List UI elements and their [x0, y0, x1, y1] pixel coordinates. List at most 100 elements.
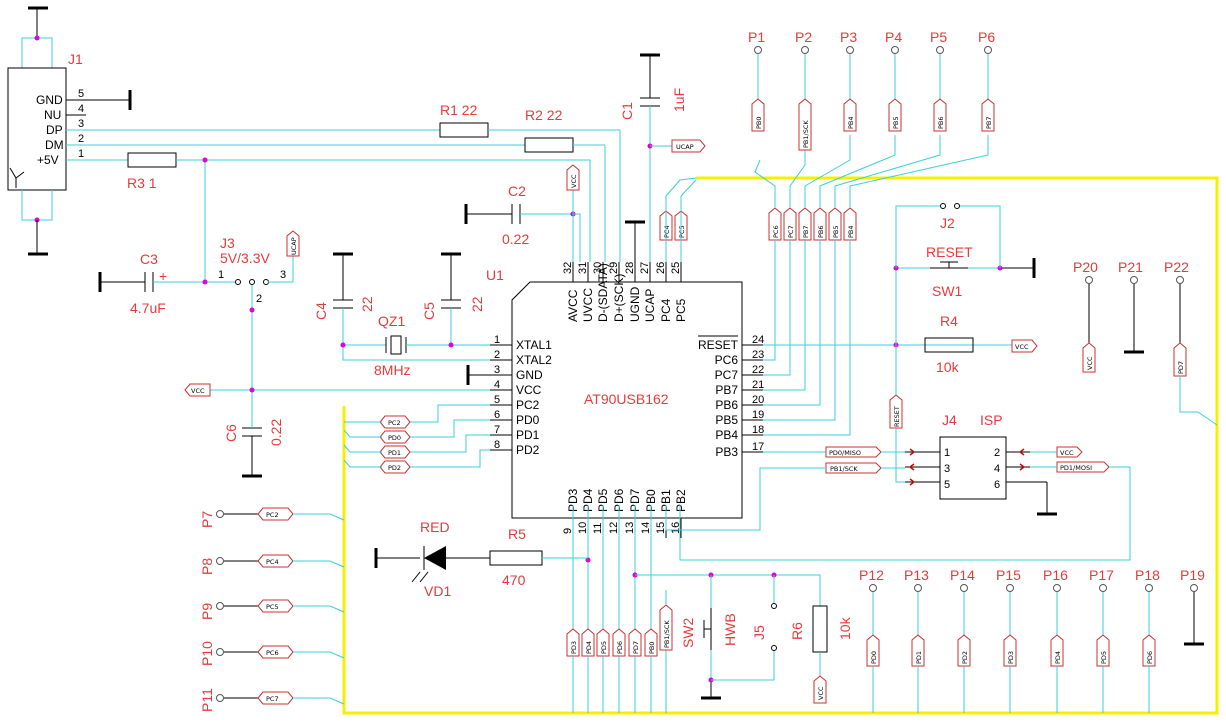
crystal-qz1: QZ1 8MHz — [340, 313, 490, 378]
tag-bottom-1-text: PD4 — [585, 641, 593, 654]
c5-value: 22 — [469, 296, 485, 312]
tag-right-0-text: PC6 — [772, 225, 780, 238]
left-port-tag-0-text: PC2 — [266, 511, 279, 519]
test-point-p9[interactable] — [216, 602, 224, 610]
left-port-tag-1-text: PC4 — [266, 558, 279, 566]
top-port-tag-0: PB0 — [751, 98, 765, 132]
tag-bottom-2: PD5 — [596, 628, 610, 657]
c1-value: 1uF — [671, 88, 687, 112]
test-point-p20[interactable] — [1085, 276, 1093, 284]
resistor-r4: R4 10k — [924, 313, 974, 375]
test-point-p1[interactable] — [754, 46, 762, 54]
test-point-p11[interactable] — [216, 694, 224, 702]
test-point-p22[interactable] — [1176, 276, 1184, 284]
u1-pin-26: 26 — [655, 262, 667, 274]
u1-pin-16: 16 — [670, 522, 682, 534]
capacitor-c6: C6 0.22 — [223, 419, 284, 478]
test-point-p10[interactable] — [216, 648, 224, 656]
test-point-p21[interactable] — [1130, 276, 1138, 284]
right-port-tag-0-text: VCC — [1086, 356, 1094, 370]
test-point-p17[interactable] — [1099, 584, 1107, 592]
u1-pin-name-pd3: PD3 — [566, 488, 580, 512]
port-label-p8: P8 — [199, 558, 215, 575]
u1-pin-name-7: PC5 — [674, 298, 688, 322]
capacitor-c3: + C3 4.7uF — [98, 251, 236, 316]
test-point-p14[interactable] — [960, 584, 968, 592]
r4-ref: R4 — [940, 313, 958, 329]
test-point-p15[interactable] — [1006, 584, 1014, 592]
c3-ref: C3 — [140, 251, 158, 267]
c4-ref: C4 — [313, 302, 329, 320]
tag-pc4-text: PC4 — [663, 225, 671, 238]
c2-ref: C2 — [508, 183, 526, 199]
u1-pin-28: 28 — [624, 262, 636, 274]
u1-pin-name-gnd: GND — [516, 368, 543, 382]
top-port-tag-5-text: PB7 — [985, 116, 993, 129]
sw2-name: HWB — [722, 613, 738, 646]
test-point-p2[interactable] — [801, 46, 809, 54]
test-point-p18[interactable] — [1145, 584, 1153, 592]
tag-bottom-5: PB0 — [644, 628, 658, 657]
u1-ref: U1 — [486, 267, 504, 283]
u1-pin-7: 7 — [494, 424, 500, 436]
r3-label: R3 1 — [127, 175, 157, 191]
r5-ref: R5 — [508, 526, 526, 542]
resistor-r6: R6 10k — [789, 605, 853, 676]
tag-bottom-1: PD4 — [581, 628, 595, 657]
top-port-tag-5: PB7 — [981, 98, 995, 132]
u1-pin-1: 1 — [494, 334, 500, 346]
test-point-p16[interactable] — [1053, 584, 1061, 592]
vd1-ref: VD1 — [424, 583, 451, 599]
j3-value: 5V/3.3V — [220, 250, 270, 266]
u1-pin-31: 31 — [577, 262, 589, 274]
u1-pin-name-pc2: PC2 — [516, 398, 540, 412]
test-point-p3[interactable] — [846, 46, 854, 54]
isp-pin4: 4 — [994, 463, 1000, 475]
u1-pin-name-pb7: PB7 — [715, 383, 738, 397]
u1-pin-name-0: AVCC — [566, 289, 580, 322]
test-point-p12[interactable] — [869, 584, 877, 592]
test-point-p8[interactable] — [216, 557, 224, 565]
u1-pin-22: 22 — [752, 364, 764, 376]
right-port-tag-2-text: PD7 — [1177, 361, 1185, 374]
tag-right-3: PB6 — [813, 207, 827, 241]
test-point-p7[interactable] — [216, 510, 224, 518]
port-label-p10: P10 — [199, 641, 215, 666]
test-point-p19[interactable] — [1190, 584, 1198, 592]
u1-pin-name-6: PC4 — [659, 298, 673, 322]
j3-pin2: 2 — [256, 293, 262, 305]
net-tag-pb1sck-isp: PB1/SCK — [825, 462, 882, 474]
tag-right-1-text: PC7 — [787, 225, 795, 238]
resistor-r3: R3 1 — [127, 152, 205, 191]
test-point-p13[interactable] — [914, 584, 922, 592]
net-tag-vcc-c2: VCC — [566, 164, 580, 191]
test-point-p6[interactable] — [984, 46, 992, 54]
u1-pin-name-5: UCAP — [643, 289, 657, 322]
u1-pin-name-pb2: PB2 — [674, 489, 688, 512]
isp-pin5: 5 — [944, 479, 950, 491]
u1-pin-24: 24 — [752, 334, 764, 346]
u1-pin-8: 8 — [494, 439, 500, 451]
c6-ref: C6 — [223, 424, 239, 442]
port-label-p3: P3 — [840, 29, 857, 45]
u1-pin-name-pd7: PD7 — [628, 488, 642, 512]
top-port-tag-4: PB6 — [933, 98, 947, 132]
port-label-p16: P16 — [1043, 567, 1068, 583]
j3-pin3: 3 — [280, 269, 286, 281]
j3-ref: J3 — [220, 235, 235, 251]
u1-name: AT90USB162 — [584, 391, 669, 407]
qz1-ref: QZ1 — [378, 313, 405, 329]
test-point-p5[interactable] — [936, 46, 944, 54]
isp-pin1: 1 — [944, 447, 950, 459]
u1-pin-name-pb5: PB5 — [715, 413, 738, 427]
sw1-ref: SW1 — [932, 283, 963, 299]
test-point-p4[interactable] — [891, 46, 899, 54]
left-port-tag-4-text: PC7 — [266, 695, 279, 703]
u1-pin-29: 29 — [608, 262, 620, 274]
u1-pin-17: 17 — [752, 441, 764, 453]
left-port-tag-1: PC4 — [257, 554, 294, 568]
tag-bottom-0-text: PD3 — [570, 641, 578, 654]
